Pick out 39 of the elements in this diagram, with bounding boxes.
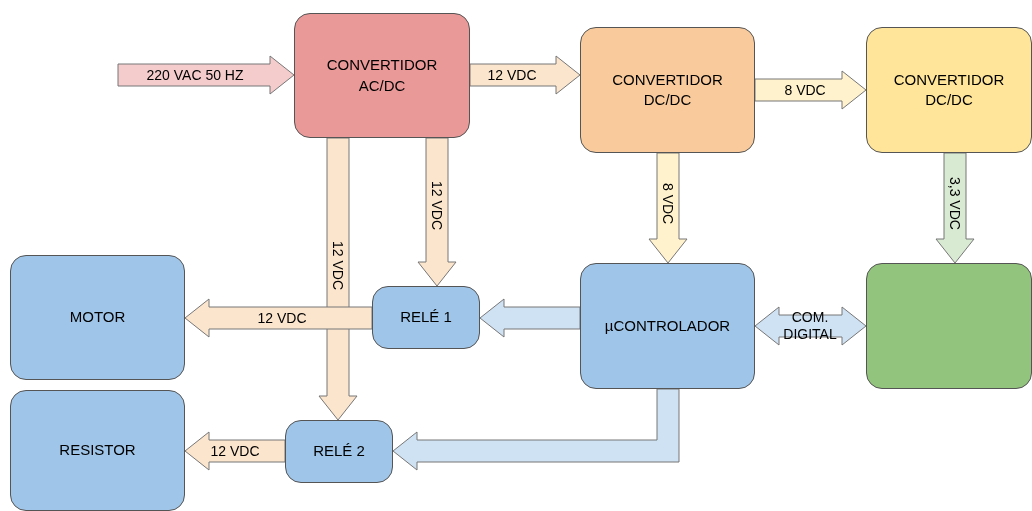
box-label: CONVERTIDOR DC/DC [611, 69, 724, 110]
converter-box [580, 27, 755, 153]
edge-label: 3,3 VDC [946, 176, 964, 230]
block-arrow [754, 70, 867, 110]
edge-label: 12 VDC [487, 66, 537, 84]
relay-box [372, 286, 480, 349]
block-arrow [479, 298, 581, 338]
box-label: CONVERTIDOR DC/DC [892, 69, 1006, 110]
block-arrow [184, 298, 373, 338]
edge-label: 12 VDC [210, 442, 260, 460]
box-label: RELÉ 2 [313, 441, 365, 462]
edge-label: 12 VDC [329, 240, 347, 290]
module-box [866, 263, 1032, 389]
edge-label: COM. DIGITAL [782, 309, 838, 343]
edge-label: 8 VDC [784, 81, 826, 99]
box-label: MOTOR [69, 307, 126, 328]
edge-label: 12 VDC [428, 180, 446, 230]
edge-label: 220 VAC 50 HZ [146, 66, 244, 84]
block-arrow [754, 306, 867, 346]
block-arrow [648, 152, 688, 264]
block-arrow [392, 388, 680, 471]
converter-box [866, 27, 1032, 153]
box-label: CONVERTIDOR AC/DC [325, 55, 439, 96]
motor-box [10, 255, 185, 380]
edge-label: 12 VDC [257, 309, 307, 327]
box-label: µCONTROLADOR [604, 315, 731, 336]
block-arrow [469, 55, 581, 95]
box-label: RELÉ 1 [400, 307, 452, 328]
converter-box [294, 13, 470, 138]
microcontroller-box [580, 263, 755, 389]
block-arrow [417, 137, 457, 287]
block-arrow [935, 152, 975, 264]
resistor-box [10, 390, 185, 511]
block-arrow [117, 55, 295, 95]
edge-label: 8 VDC [659, 182, 677, 224]
block-arrow [318, 137, 358, 421]
relay-box [285, 420, 393, 483]
box-label: RESISTOR [59, 440, 136, 461]
block-arrow [184, 431, 286, 471]
